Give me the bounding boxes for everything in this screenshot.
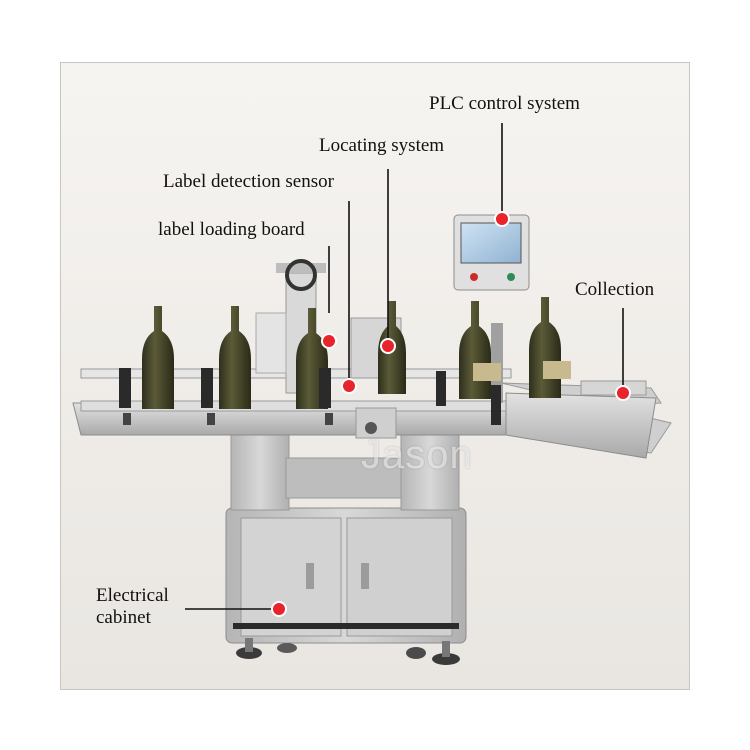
callout-label-loading-board: label loading board (158, 219, 305, 240)
callout-collection: Collection (575, 279, 655, 300)
bottle-clamps (119, 368, 501, 425)
machine-feet (236, 638, 460, 665)
right-column (400, 424, 460, 511)
callout-plc-control-system: PLC control system (429, 93, 580, 114)
electrical-cabinet (225, 507, 467, 644)
labeling-machine-illustration (72, 123, 672, 665)
callout-markers (271, 211, 631, 617)
callout-locating-system: Locating system (319, 135, 445, 156)
product-photo: Jason PLC control system Locating system… (60, 62, 690, 690)
left-column (230, 424, 290, 511)
leader-lines (185, 123, 624, 610)
callout-electrical-cabinet: Electrical cabinet (96, 585, 206, 629)
callout-electrical-cabinet-line1: Electrical (96, 585, 169, 606)
plc-control-panel (453, 214, 530, 403)
callout-label-detection-sensor: Label detection sensor (163, 171, 334, 192)
watermark-text: Jason (361, 433, 473, 477)
callout-electrical-cabinet-line2: cabinet (96, 606, 151, 628)
